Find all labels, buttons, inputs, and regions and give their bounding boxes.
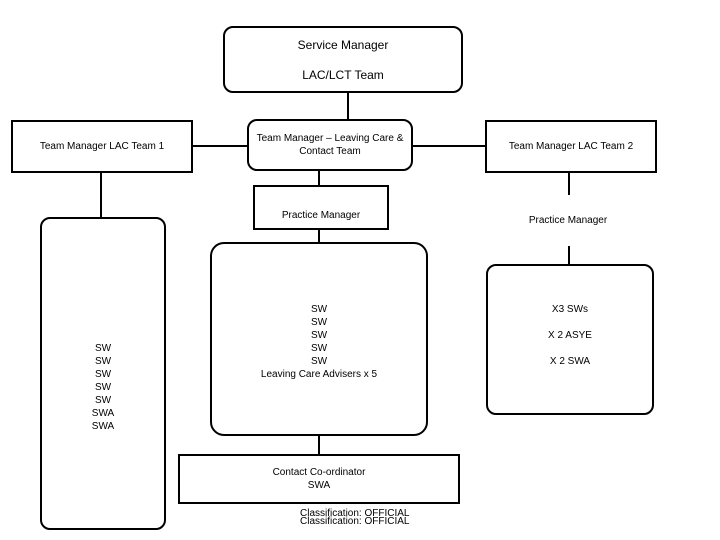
staff-item: SW <box>94 343 112 354</box>
staff-item: SW <box>310 343 328 354</box>
staff-item: SW <box>310 304 328 315</box>
lac-team-1-staff-box: SW SW SW SW SW SWA SWA <box>40 217 166 530</box>
connector-practice-to-staff <box>318 229 320 243</box>
staff-item: SW <box>310 317 328 328</box>
connector-lc-to-lac2 <box>413 145 486 147</box>
lac-team-1-manager-label: Team Manager LAC Team 1 <box>39 141 165 152</box>
lac-team-2-manager-box: Team Manager LAC Team 2 <box>485 120 657 173</box>
lac-team-2-practice-manager-label: Practice Manager <box>528 215 608 226</box>
classification-text-2: Classification: OFFICIAL <box>300 516 410 527</box>
connector-service-to-lc <box>347 92 349 126</box>
lac-team-2-staff-box: X3 SWs X 2 ASYE X 2 SWA <box>486 264 654 415</box>
leaving-care-staff-list: SW SW SW SW SW Leaving Care Advisers x 5 <box>261 303 377 381</box>
contact-coordinator-box: Contact Co-ordinator SWA <box>178 454 460 504</box>
service-manager-box: Service Manager LAC/LCT Team <box>223 26 463 93</box>
staff-item: SW <box>310 330 328 341</box>
connector-lc-to-practice <box>318 170 320 186</box>
service-manager-subtitle: LAC/LCT Team <box>302 68 384 82</box>
connector-lac1-to-staff <box>100 172 102 218</box>
connector-practice2-to-staff <box>568 245 570 265</box>
staff-item: SWA <box>91 408 115 419</box>
staff-item: SW <box>94 382 112 393</box>
staff-item: SW <box>94 395 112 406</box>
connector-lac2-to-practice <box>568 172 570 196</box>
staff-item: X 2 ASYE <box>548 330 592 341</box>
lac-team-2-practice-manager-box: Practice Manager <box>492 195 644 246</box>
leaving-care-manager-line2: Contact Team <box>299 146 361 157</box>
staff-item: X3 SWs <box>551 304 589 315</box>
classification-text-1: Classification: OFFICIAL <box>300 508 410 519</box>
leaving-care-staff-box: SW SW SW SW SW Leaving Care Advisers x 5 <box>210 242 428 436</box>
staff-item: SW <box>94 356 112 367</box>
lac-team-2-manager-label: Team Manager LAC Team 2 <box>508 141 634 152</box>
leaving-care-manager-box: Team Manager – Leaving Care & Contact Te… <box>247 119 413 171</box>
staff-item: Leaving Care Advisers x 5 <box>260 369 378 380</box>
connector-staff-to-contact <box>318 435 320 455</box>
lac-team-2-staff-list: X3 SWs X 2 ASYE X 2 SWA <box>548 303 592 368</box>
connector-lac1-to-lc <box>166 145 248 147</box>
service-manager-title: Service Manager <box>297 38 389 52</box>
contact-coordinator-role: SWA <box>307 480 331 491</box>
staff-item: SWA <box>91 421 115 432</box>
staff-item: SW <box>310 356 328 367</box>
lac-team-1-manager-box: Team Manager LAC Team 1 <box>11 120 193 173</box>
leaving-care-manager-line1: Team Manager – Leaving Care & <box>256 133 404 144</box>
staff-item: X 2 SWA <box>549 356 591 367</box>
contact-coordinator-label: Contact Co-ordinator <box>272 467 366 478</box>
lac-team-1-staff-list: SW SW SW SW SW SWA SWA <box>92 342 114 433</box>
staff-item: SW <box>94 369 112 380</box>
classification-label: Classification: OFFICIAL Classification:… <box>300 508 410 527</box>
leaving-care-practice-manager-box: Practice Manager <box>253 185 389 230</box>
leaving-care-practice-manager-label: Practice Manager <box>281 210 361 221</box>
